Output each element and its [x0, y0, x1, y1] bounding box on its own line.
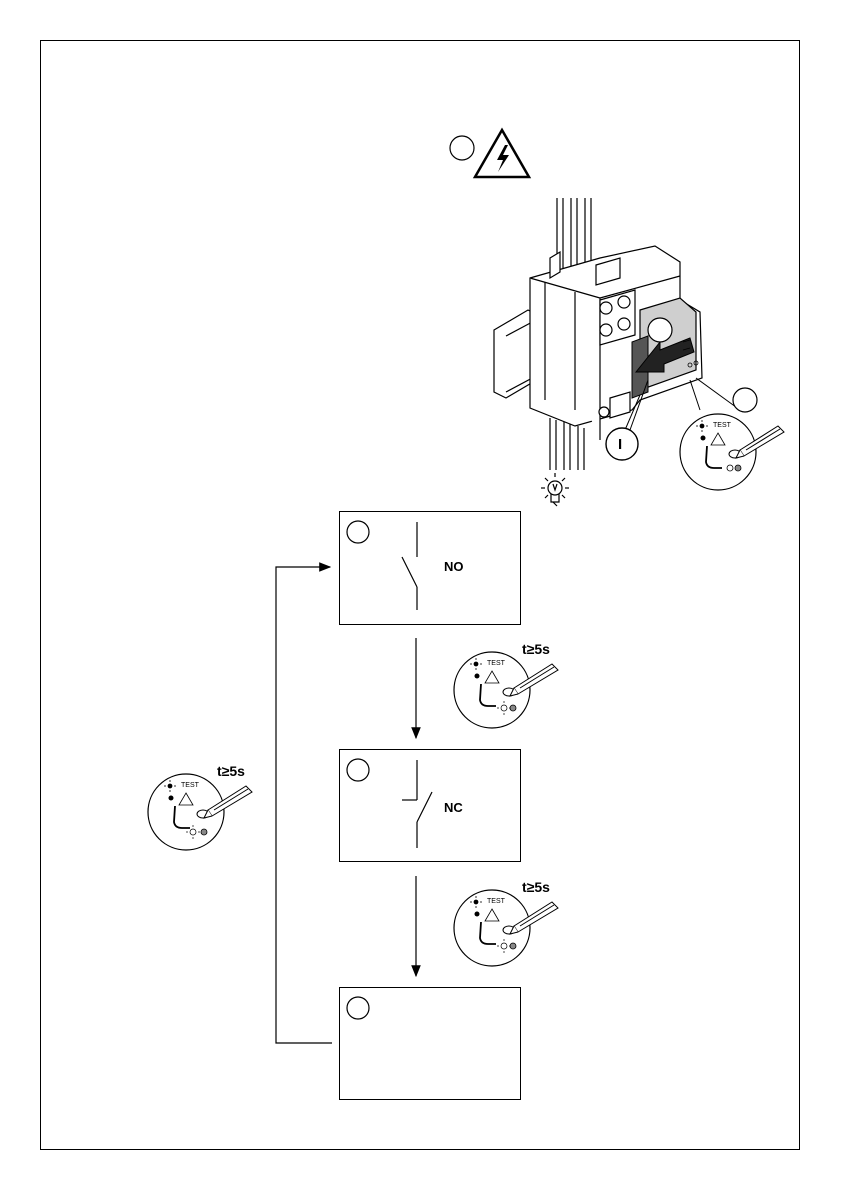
pointer-line — [690, 380, 700, 410]
hold-time-label: t≥5s — [522, 879, 550, 895]
test-zoom-return: TEST — [148, 772, 258, 852]
test-button-label: TEST — [487, 898, 505, 905]
step-circle-marker — [347, 997, 369, 1019]
state-box-nc: NC — [339, 749, 521, 862]
test-zoom-step-1: TEST — [454, 650, 564, 730]
test-button-label: TEST — [713, 422, 731, 429]
step-circle-marker — [733, 388, 757, 412]
state-label-no: NO — [444, 559, 464, 574]
lamp-icon — [541, 473, 569, 506]
state-box-no: NO — [339, 511, 521, 625]
test-button-label: TEST — [487, 660, 505, 667]
test-button-label: TEST — [181, 782, 199, 789]
state-box-off — [339, 987, 521, 1100]
contact-symbol-no — [340, 512, 522, 626]
hold-time-label: t≥5s — [217, 763, 245, 779]
high-voltage-warning — [450, 130, 529, 177]
cables-bottom — [550, 418, 584, 470]
hold-time-label: t≥5s — [522, 641, 550, 657]
state-label-nc: NC — [444, 800, 463, 815]
arrow-return-loop — [276, 567, 332, 1043]
test-zoom-step-2: TEST — [454, 888, 564, 968]
step-circle-marker — [450, 136, 474, 160]
indicator-dot — [701, 436, 706, 441]
indicator-dot — [169, 796, 174, 801]
warning-high-voltage-icon — [475, 130, 529, 177]
contact-symbol-nc — [340, 750, 522, 863]
step-circle-marker — [648, 318, 672, 342]
switch-position-label: I — [618, 436, 622, 453]
indicator-dot — [475, 674, 480, 679]
indicator-dot — [475, 912, 480, 917]
pointer-line — [696, 378, 740, 410]
test-zoom-device: TEST — [680, 412, 760, 492]
